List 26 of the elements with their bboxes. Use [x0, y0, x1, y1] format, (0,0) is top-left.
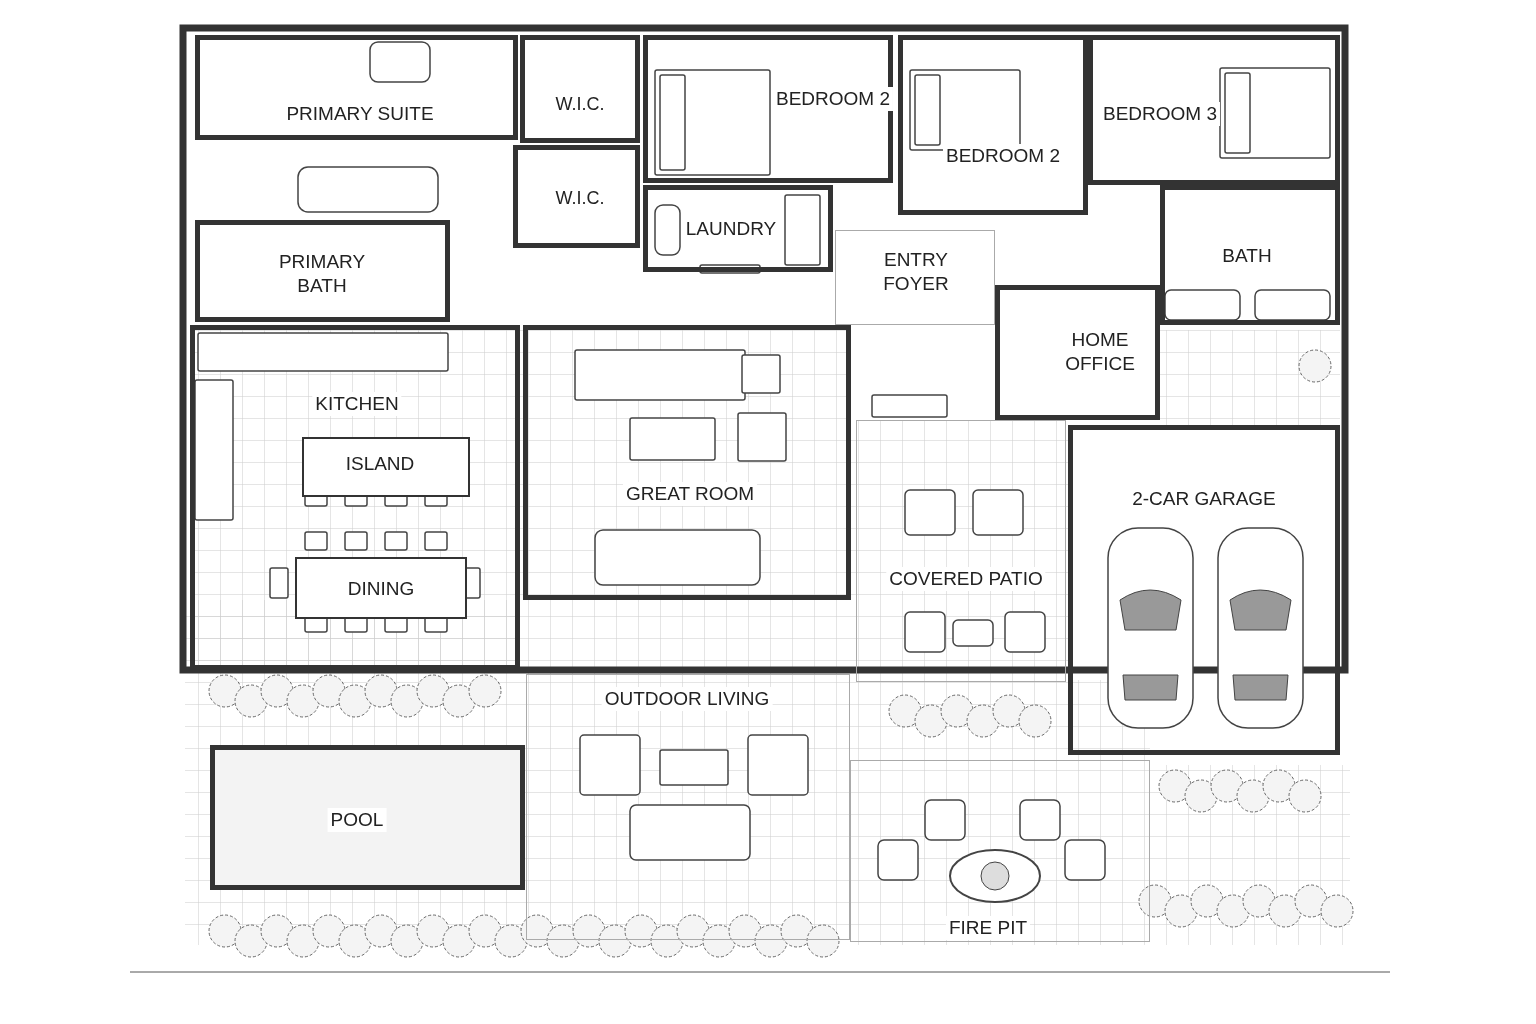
room-outline [995, 285, 1160, 420]
room-outline [1088, 35, 1340, 185]
room-outline [898, 35, 1088, 215]
room-outline [190, 325, 520, 670]
room-outline [195, 220, 450, 322]
open-area [856, 420, 1066, 682]
open-area [850, 760, 1150, 942]
room-outline [1160, 185, 1340, 325]
open-area [835, 230, 995, 325]
room-label: GREAT ROOM [622, 482, 758, 506]
room-outline [195, 35, 518, 140]
room-outline [643, 35, 893, 183]
room-outline [643, 185, 833, 272]
room-outline [523, 325, 851, 600]
room-label: POOL [327, 808, 387, 832]
room-outline [513, 145, 640, 248]
room-label: KITCHEN [312, 392, 402, 416]
room-label: OUTDOOR LIVING [601, 687, 773, 711]
room-outline [1068, 425, 1340, 755]
room-label: FIRE PIT [945, 916, 1031, 940]
dining-table [295, 557, 467, 619]
pool [210, 745, 525, 890]
open-area [526, 674, 850, 940]
room-outline [520, 35, 640, 143]
kitchen-island [302, 437, 470, 497]
room-label: COVERED PATIO [886, 567, 1046, 591]
